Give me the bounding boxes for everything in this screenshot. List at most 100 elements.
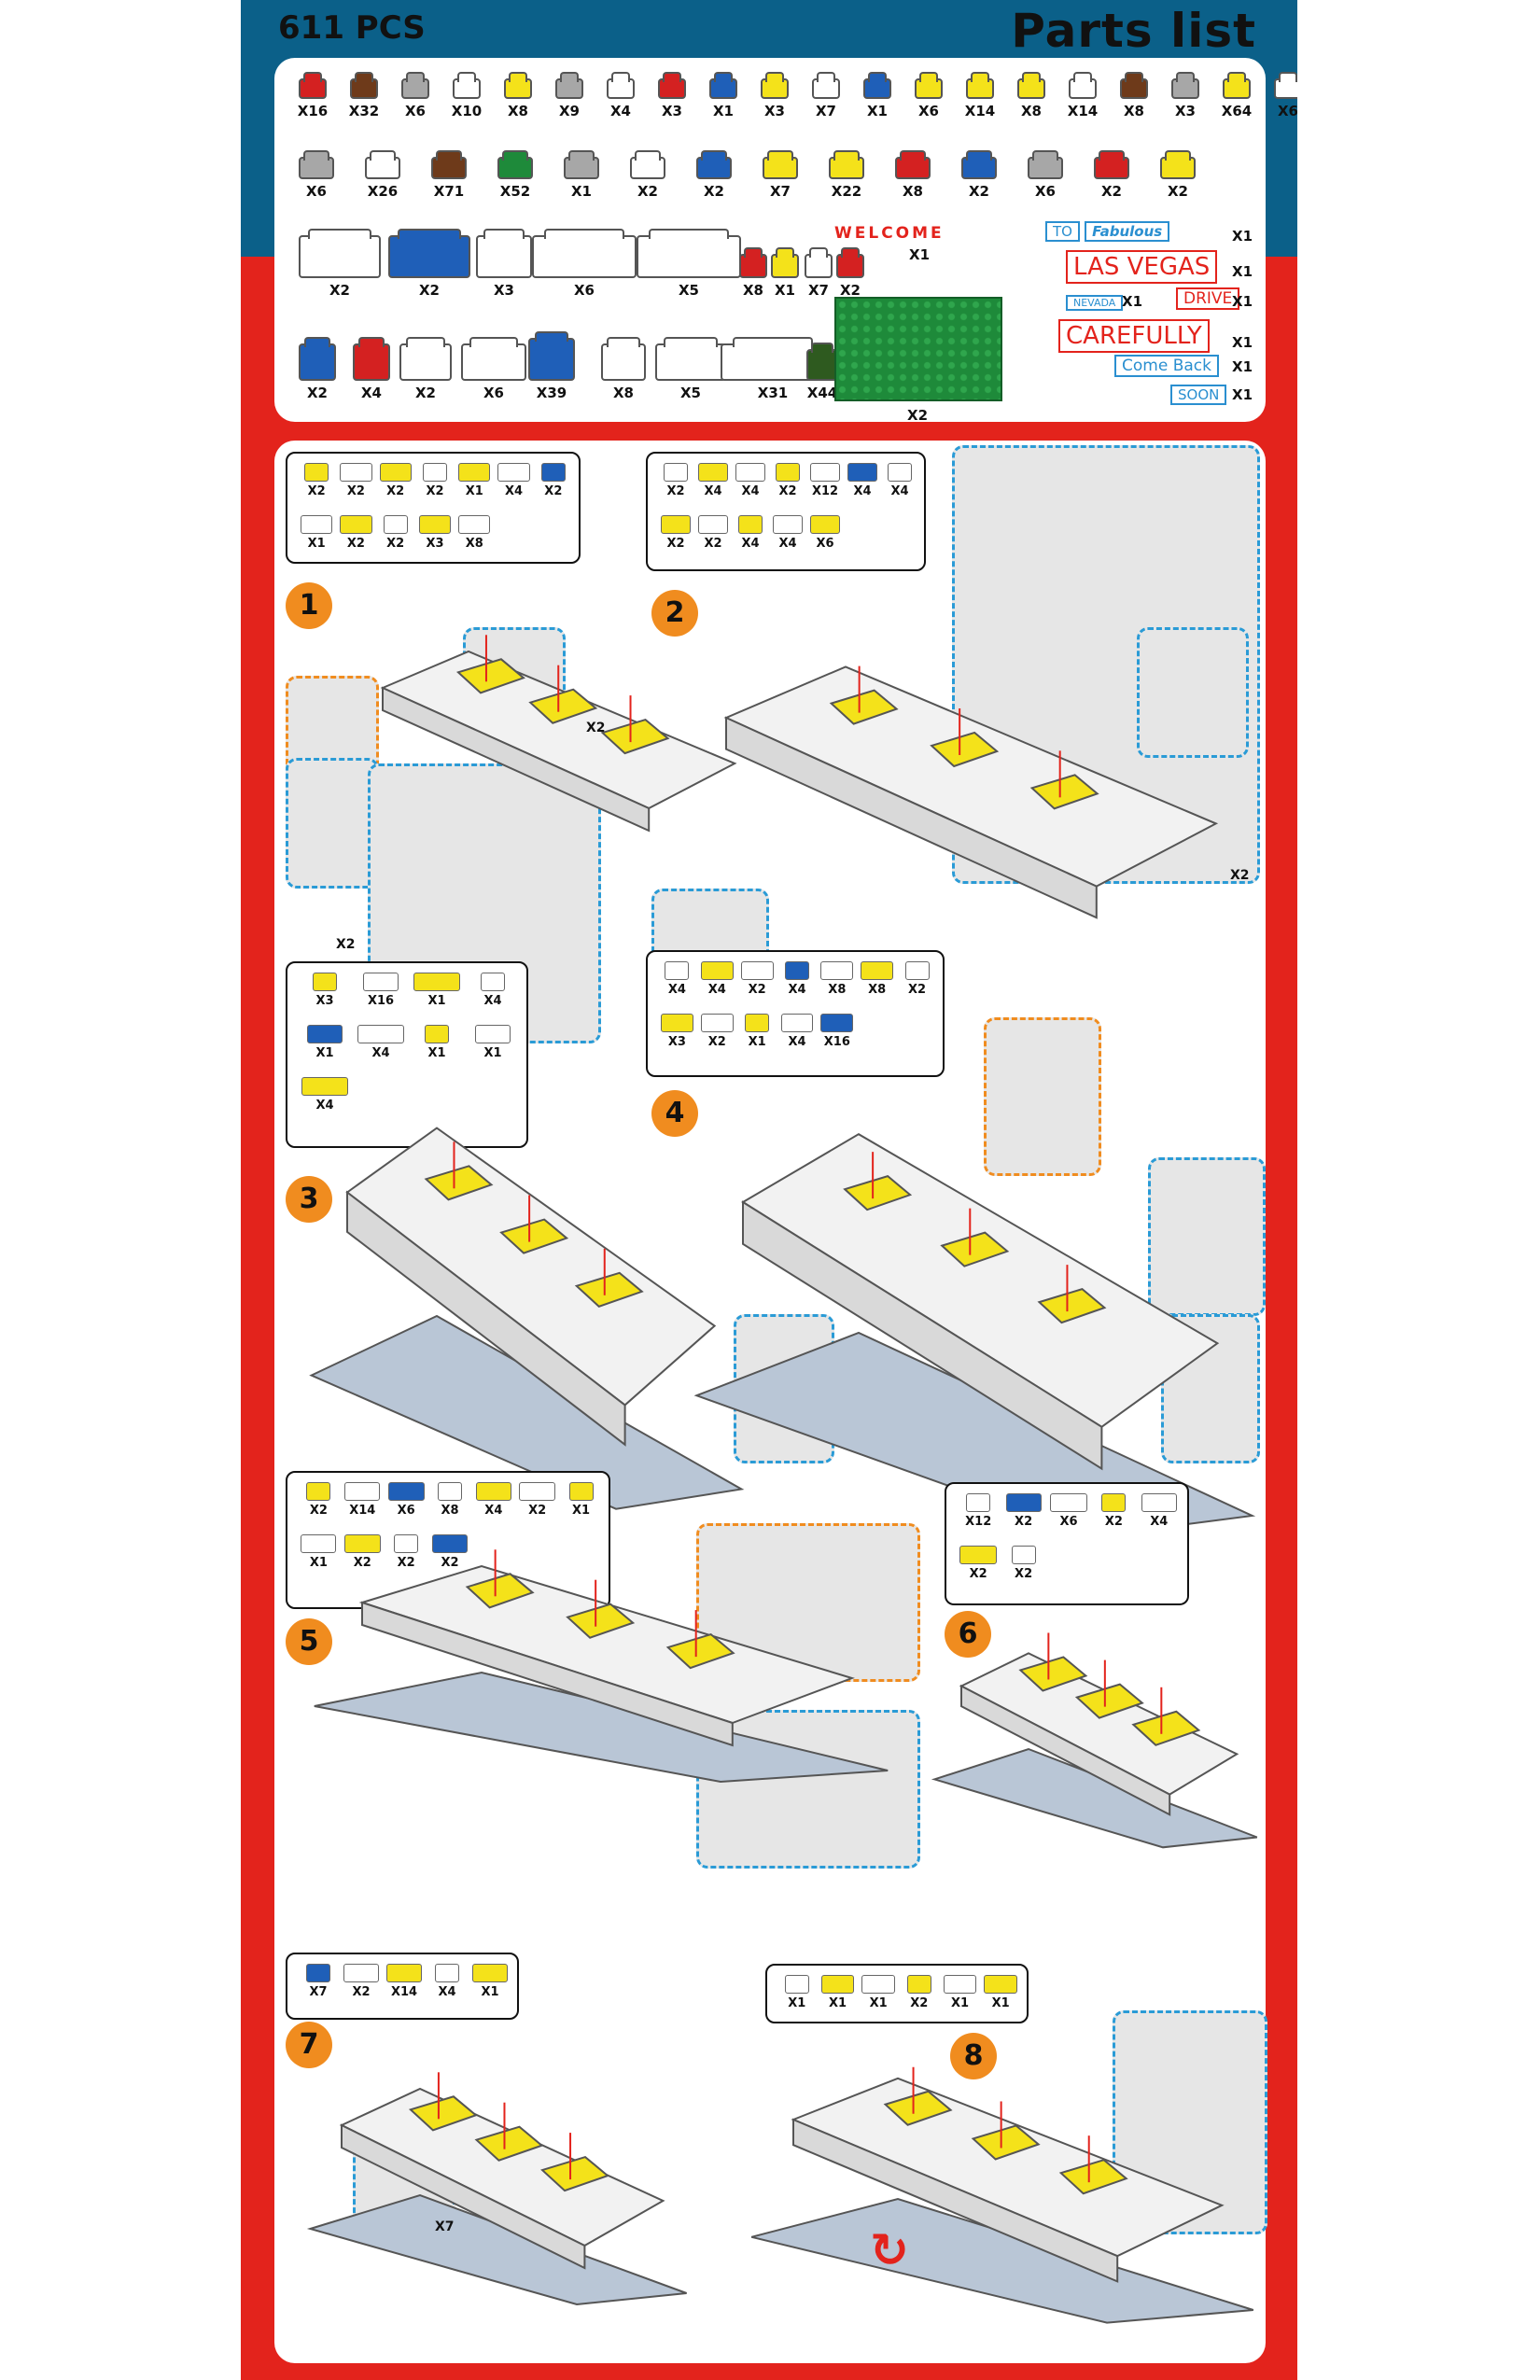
step-part-count: X4 — [890, 484, 909, 498]
step-part-count: X8 — [828, 983, 847, 997]
step-part: X1 — [297, 515, 336, 551]
step-part-shape — [1141, 1493, 1177, 1512]
step-part: X2 — [694, 515, 732, 551]
parts-brick: X8 — [594, 337, 653, 401]
step-part-shape — [1049, 1493, 1088, 1512]
brick-count: X2 — [414, 385, 436, 401]
step-part-count: X4 — [484, 1504, 503, 1518]
step-2-detail-count: X2 — [1230, 868, 1250, 883]
step-part-shape — [394, 1534, 419, 1553]
step-part-count: X2 — [346, 484, 365, 498]
parts-brick: X7 — [805, 72, 847, 119]
step-part-shape — [313, 973, 337, 991]
brick-shape — [836, 247, 864, 278]
step-part: X1 — [409, 973, 465, 1008]
parts-brick: X8 — [497, 72, 539, 119]
step-part-count: X2 — [666, 537, 685, 551]
step-part: X2 — [385, 1534, 428, 1570]
step-part-count: X2 — [707, 1035, 726, 1049]
parts-brick: X8 — [888, 150, 938, 200]
brick-shape — [709, 72, 737, 99]
brick-shape — [630, 150, 665, 179]
step-part: X2 — [769, 463, 806, 498]
brick-shape — [805, 247, 833, 278]
step-part-shape — [540, 463, 566, 482]
step-part: X8 — [428, 1482, 472, 1518]
step-part-shape — [784, 1975, 809, 1994]
brick-count: X7 — [807, 282, 829, 299]
step-part: X2 — [534, 463, 573, 498]
parts-brick: X6 — [907, 72, 950, 119]
step-part-shape — [661, 1014, 693, 1032]
step-part-shape — [458, 515, 491, 534]
brick-shape — [696, 150, 732, 179]
step-part: X6 — [385, 1482, 428, 1518]
parts-brick: X44 — [799, 343, 846, 401]
step-part-count: X2 — [528, 1504, 547, 1518]
baseplate-count: X2 — [907, 407, 929, 424]
step-part-count: X8 — [465, 537, 483, 551]
deck-side — [382, 686, 651, 833]
step-part-shape — [422, 463, 447, 482]
soon-count: X1 — [1232, 386, 1253, 403]
brick-count: X26 — [367, 183, 399, 200]
brick-count: X8 — [507, 103, 528, 119]
step-part-count: X1 — [427, 1046, 446, 1060]
step-part-count: X2 — [1015, 1515, 1033, 1529]
step-part-count: X2 — [397, 1556, 415, 1570]
step-part-shape — [301, 1534, 337, 1553]
brick-count: X8 — [1020, 103, 1042, 119]
brick-count: X64 — [1221, 103, 1253, 119]
step-number: 6 — [945, 1611, 991, 1658]
step-part-shape — [379, 463, 412, 482]
step-part-count: X12 — [965, 1515, 992, 1529]
step-part: X2 — [1001, 1493, 1045, 1529]
step-part-count: X2 — [386, 537, 405, 551]
step-part-shape — [306, 1482, 331, 1501]
step-part-count: X16 — [823, 1035, 850, 1049]
step-part-shape — [810, 515, 840, 534]
fabulous-label: Fabulous — [1085, 221, 1170, 242]
step-part-count: X1 — [427, 994, 446, 1008]
brick-count: X16 — [297, 103, 329, 119]
step-part-count: X2 — [353, 1556, 371, 1570]
brick-shape — [739, 247, 767, 278]
parts-brick: X2 — [1153, 150, 1203, 200]
brick-count: X71 — [433, 183, 465, 200]
brick-count: X6 — [305, 183, 327, 200]
step-part-count: X1 — [309, 1556, 328, 1570]
step-part: X2 — [415, 463, 455, 498]
brick-shape — [399, 337, 452, 381]
step-part-shape — [363, 973, 399, 991]
brick-shape — [461, 337, 526, 381]
step-part: X2 — [737, 961, 777, 997]
step-part-shape — [568, 1482, 594, 1501]
step-part: X2 — [1001, 1546, 1045, 1581]
parts-brick: X16 — [291, 72, 334, 119]
step-part-count: X4 — [853, 484, 872, 498]
brick-count: X6 — [1034, 183, 1056, 200]
brick-shape — [365, 150, 400, 179]
brick-shape — [1028, 150, 1063, 179]
brick-shape — [564, 150, 599, 179]
page-title: Parts list — [1011, 4, 1256, 58]
parts-brick: X8 — [1010, 72, 1053, 119]
step-part-count: X6 — [1059, 1515, 1078, 1529]
brick-shape — [829, 150, 864, 179]
step-part-count: X14 — [349, 1504, 376, 1518]
step-part-count: X2 — [1015, 1567, 1033, 1581]
parts-brick: X2 — [291, 337, 343, 401]
parts-brick: X7 — [755, 150, 805, 200]
step-part-count: X4 — [704, 484, 722, 498]
parts-brick: X2 — [689, 150, 739, 200]
step-part-shape — [304, 463, 329, 482]
brick-count: X39 — [536, 385, 567, 401]
step-part: X8 — [455, 515, 494, 551]
hull-base — [309, 1314, 745, 1510]
brick-count: X22 — [831, 183, 862, 200]
step-part-count: X2 — [544, 484, 563, 498]
parts-brick: X6 — [394, 72, 437, 119]
sign-nevada: NEVADA — [1066, 295, 1124, 311]
